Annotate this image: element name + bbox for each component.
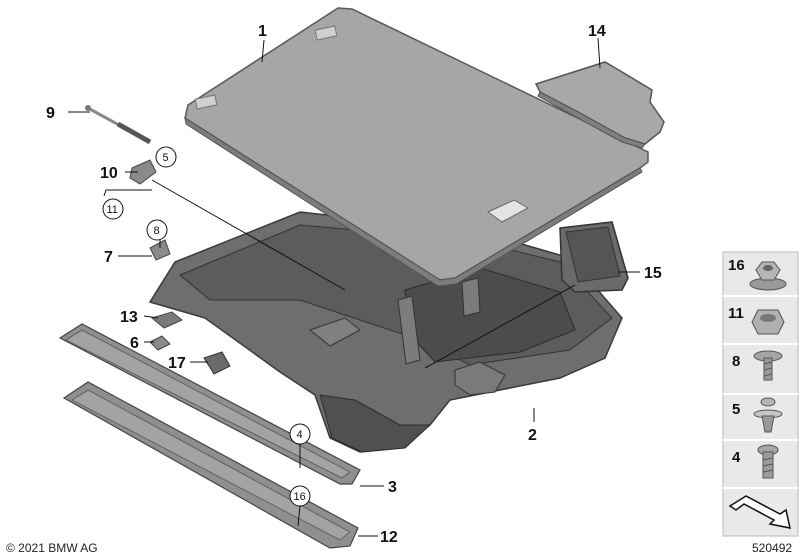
copyright-text: © 2021 BMW AG [6, 541, 98, 555]
legend-item-4: 4 [732, 449, 741, 466]
side-pad-part-15 [559, 221, 629, 293]
legend-item-16: 16 [728, 257, 745, 274]
legend-item-11: 11 [728, 305, 744, 322]
clip-part-6 [149, 335, 171, 351]
gas-strut-part-9 [85, 105, 152, 145]
hex-nut-icon [751, 309, 785, 335]
fastener-legend: 16 11 8 5 4 [722, 251, 799, 537]
luggage-tray-part-2 [148, 211, 623, 453]
circled-4: 4 [297, 429, 303, 441]
clip-part-13 [150, 311, 183, 329]
callout-7: 7 [104, 249, 113, 266]
callout-17: 17 [168, 355, 186, 372]
rail-part-12 [62, 381, 359, 549]
spreading-rivet-icon [753, 397, 783, 433]
callout-1: 1 [258, 23, 267, 40]
callouts: 1 14 9 10 7 13 6 17 15 2 3 12 [46, 23, 662, 546]
rail-part-3 [58, 323, 361, 485]
legend-item-5: 5 [732, 401, 740, 418]
torx-screw-icon [757, 444, 779, 479]
circled-5: 5 [163, 152, 169, 164]
floor-cover-part-1 [184, 7, 649, 287]
orientation-arrow-icon [728, 495, 791, 529]
circled-8: 8 [154, 225, 160, 237]
flange-nut-icon [749, 261, 787, 291]
callout-13: 13 [120, 309, 138, 326]
callout-12: 12 [380, 529, 398, 546]
socket-part-17 [203, 351, 231, 375]
circled-callouts: 5 11 8 4 16 [102, 146, 311, 507]
callout-2: 2 [528, 427, 537, 444]
legend-item-8: 8 [732, 353, 740, 370]
side-panel-part-14 [534, 61, 665, 149]
callout-3: 3 [388, 479, 397, 496]
callout-15: 15 [644, 265, 662, 282]
leader-lines [68, 37, 640, 537]
circled-11: 11 [107, 204, 118, 216]
callout-10: 10 [100, 165, 118, 182]
callout-6: 6 [130, 335, 139, 352]
circled-16: 16 [294, 491, 306, 503]
callout-9: 9 [46, 105, 55, 122]
callout-14: 14 [588, 23, 606, 40]
bracket-part-10 [129, 159, 157, 185]
collar-screw-icon [753, 350, 783, 381]
diagram-id: 520492 [752, 541, 792, 555]
